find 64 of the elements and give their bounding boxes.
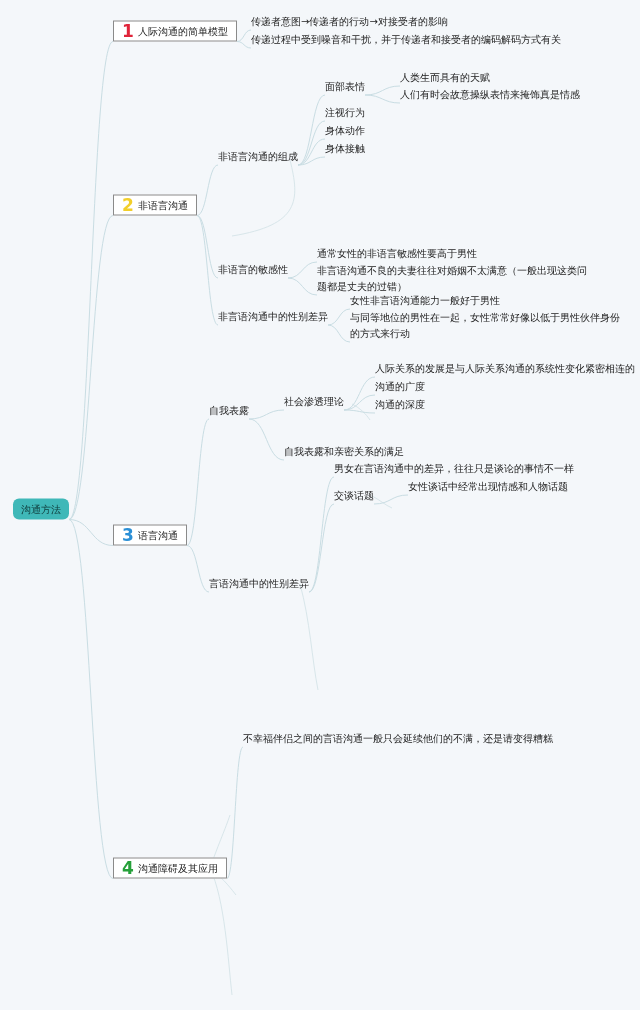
branch-line <box>373 494 409 505</box>
subtopic-text: 非语言的敏感性 <box>218 262 288 278</box>
subtopic-text: 注视行为 <box>325 105 365 121</box>
branch-line <box>68 519 114 879</box>
subtopic-text: 沟通的深度 <box>375 397 425 413</box>
branch-line <box>186 545 210 593</box>
subtopic-text: 传递过程中受到噪音和干扰，并于传递者和接受者的编码解码方式有关 <box>251 32 561 48</box>
topic-box <box>113 524 187 546</box>
root-topic: 沟通方法 <box>13 498 69 520</box>
subtopic-text: 言语沟通中的性别差异 <box>209 576 309 592</box>
branch-line <box>196 164 219 216</box>
branch-line <box>297 94 326 166</box>
branch-line <box>236 29 252 42</box>
topic-box <box>113 194 197 216</box>
branch-line <box>287 277 318 296</box>
subtopic-text: 身体接触 <box>325 141 365 157</box>
subtopic-text: 非语言沟通的组成 <box>218 149 298 165</box>
branch-line <box>248 409 285 420</box>
branch-line <box>327 324 351 343</box>
subtopic-text: 传递者意图→传递者的行动→对接受者的影响 <box>251 14 448 30</box>
branch-line <box>68 41 114 520</box>
subtopic-text: 人类生而具有的天赋 <box>400 70 490 86</box>
subtopic-text: 与同等地位的男性在一起，女性常常好像以低于男性伙伴身份的方式来行动 <box>350 310 625 342</box>
subtopic-text: 自我表露 <box>209 403 249 419</box>
branch-line <box>186 418 210 546</box>
subtopic-text: 女性非言语沟通能力一般好于男性 <box>350 293 500 309</box>
subtopic-text: 面部表情 <box>325 79 365 95</box>
topic-title: 非语言沟通 <box>137 198 188 213</box>
topic-number: 2 <box>122 196 134 214</box>
subtopic-text: 社会渗透理论 <box>284 394 344 410</box>
branch-line <box>308 503 335 593</box>
topic-number: 3 <box>122 526 134 544</box>
branch-line <box>248 418 285 461</box>
branch-line <box>287 261 318 279</box>
subtopic-text: 非言语沟通中的性别差异 <box>218 309 328 325</box>
topic-box <box>113 20 237 42</box>
topic-number: 4 <box>122 859 134 877</box>
subtopic-text: 交谈话题 <box>334 488 374 504</box>
subtopic-text: 身体动作 <box>325 123 365 139</box>
branch-line <box>196 215 219 279</box>
branch-line <box>327 308 351 326</box>
branch-line <box>297 156 326 166</box>
branch-line <box>196 215 219 326</box>
topic-box <box>113 857 227 879</box>
subtopic-text: 通常女性的非语言敏感性要高于男性 <box>317 246 477 262</box>
subtopic-text: 自我表露和亲密关系的满足 <box>284 444 404 460</box>
branch-line <box>308 476 335 593</box>
branch-line <box>68 519 114 546</box>
branch-line <box>364 94 401 104</box>
branch-line <box>226 746 244 879</box>
topic-title: 人际沟通的简单模型 <box>137 24 228 39</box>
topic-number: 1 <box>122 22 134 40</box>
subtopic-text: 人际关系的发展是与人际关系沟通的系统性变化紧密相连的 <box>375 361 635 377</box>
subtopic-text: 非言语沟通不良的夫妻往往对婚姻不太满意（一般出现这类问题都是丈夫的过错） <box>317 263 587 295</box>
branch-line <box>68 215 114 520</box>
branch-line <box>236 41 252 49</box>
subtopic-text: 女性谈话中经常出现情感和人物话题 <box>408 479 568 495</box>
subtopic-text: 不幸福伴侣之间的言语沟通一般只会延续他们的不满，还是请变得糟糕 <box>243 731 553 747</box>
topic-title: 语言沟通 <box>137 528 178 543</box>
subtopic-text: 人们有时会故意操纵表情来掩饰真是情感 <box>400 87 580 103</box>
subtopic-text: 男女在言语沟通中的差异，往往只是谈论的事情不一样 <box>334 461 574 477</box>
branch-line <box>343 409 376 414</box>
topic-title: 沟通障碍及其应用 <box>137 861 218 876</box>
subtopic-text: 沟通的广度 <box>375 379 425 395</box>
